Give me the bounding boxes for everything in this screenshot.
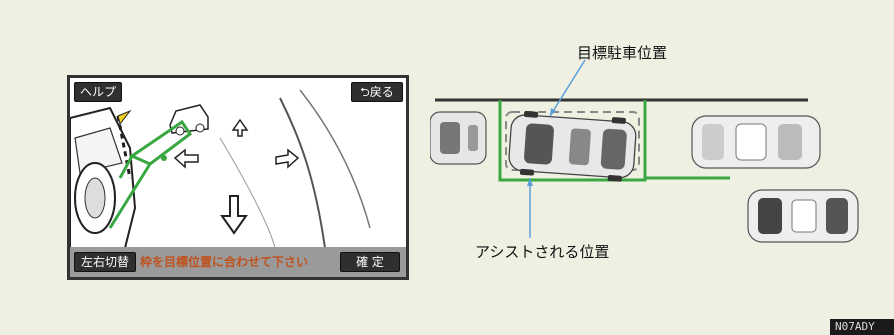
- moving-car: [747, 189, 859, 243]
- back-arrow-icon: ⮌: [360, 85, 370, 99]
- confirm-button[interactable]: 確 定: [340, 252, 400, 272]
- down-arrow-icon: [220, 195, 248, 235]
- right-arrow-icon: [275, 148, 300, 169]
- flag-icon: [117, 109, 132, 126]
- figure-id-badge: N07ADY: [830, 319, 894, 335]
- back-button[interactable]: ⮌戻る: [351, 82, 403, 102]
- assisted-car: [508, 111, 637, 182]
- target-parking-position-label: 目標駐車位置: [577, 44, 668, 62]
- bottom-bar: 左右切替 枠を目標位置に合わせて下さい 確 定: [70, 247, 406, 277]
- camera-view: [70, 89, 371, 249]
- up-arrow-icon: [231, 118, 249, 137]
- parking-diagram: [430, 59, 859, 243]
- back-button-label: 戻る: [369, 85, 394, 99]
- left-right-switch-button[interactable]: 左右切替: [74, 252, 136, 272]
- assisted-position-label: アシストされる位置: [475, 243, 610, 261]
- parked-car-right: [691, 115, 821, 169]
- parking-assist-screen: ヘルプ ⮌戻る 左右切替 枠を目標位置に合わせて下さい 確 定: [67, 75, 409, 280]
- guide-message: 枠を目標位置に合わせて下さい: [140, 255, 309, 269]
- left-arrow-icon: [173, 148, 199, 169]
- help-button[interactable]: ヘルプ: [74, 82, 122, 102]
- parked-car-left: [430, 111, 487, 165]
